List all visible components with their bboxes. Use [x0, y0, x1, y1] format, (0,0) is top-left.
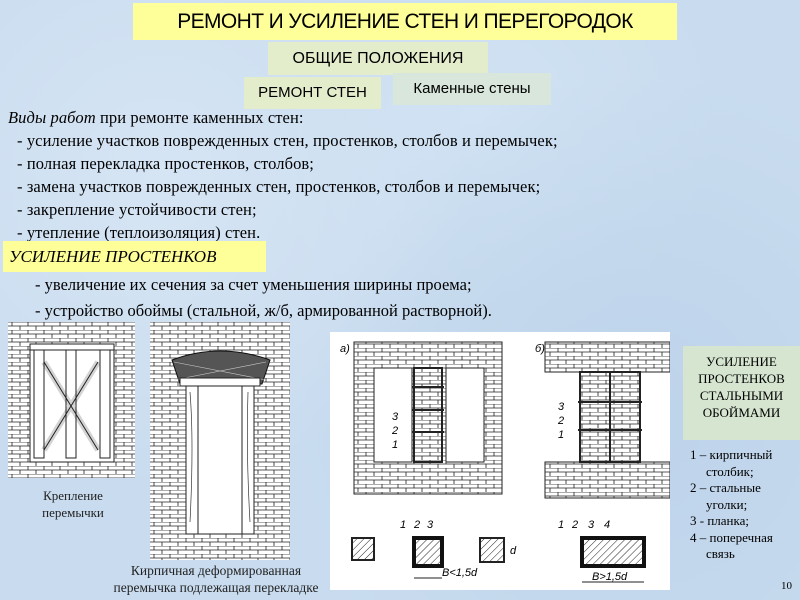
label-2: 2	[557, 415, 564, 427]
label-a: а)	[340, 343, 350, 355]
section-subtitle: ОБЩИЕ ПОЛОЖЕНИЯ	[268, 42, 488, 75]
label-3: 3	[392, 411, 399, 423]
heading-line: ОБОЙМАМИ	[702, 405, 781, 420]
piers-heading: УСИЛЕНИЕ ПРОСТЕНКОВ	[3, 241, 266, 272]
topic-label: Каменные стены	[393, 73, 551, 105]
dimension-d: d	[510, 545, 517, 557]
label-1: 1	[558, 519, 564, 531]
label-2: 2	[413, 519, 420, 531]
list-item: - закрепление устойчивости стен;	[17, 200, 257, 219]
section-label: РЕМОНТ СТЕН	[244, 77, 381, 109]
steel-jacket-heading: УСИЛЕНИЕ ПРОСТЕНКОВ СТАЛЬНЫМИ ОБОЙМАМИ	[683, 346, 800, 440]
label-4: 4	[604, 519, 610, 531]
caption-deformed-lintel: Кирпичная деформированная перемычка подл…	[92, 562, 340, 596]
caption-line: перемычки	[42, 505, 104, 520]
list-item: - замена участков поврежденных стен, про…	[17, 177, 541, 196]
works-intro: Виды работ при ремонте каменных стен:	[8, 106, 558, 129]
legend-item: 1 – кирпичный	[690, 447, 773, 462]
list-item: - утепление (теплоизоляция) стен.	[17, 223, 261, 242]
caption-line: перемычка подлежащая перекладке	[113, 580, 319, 595]
caption-line: Кирпичная деформированная	[130, 563, 302, 578]
deformed-lintel-figure	[150, 322, 290, 560]
list-item: - увеличение их сечения за счет уменьшен…	[35, 275, 472, 294]
lintel-fastening-figure	[8, 322, 135, 478]
piers-list: - увеличение их сечения за счет уменьшен…	[35, 272, 492, 324]
legend-item-cont: уголки;	[706, 496, 748, 512]
heading-line: ПРОСТЕНКОВ	[698, 371, 785, 386]
label-3: 3	[588, 519, 595, 531]
legend-item-cont: столбик;	[706, 463, 754, 479]
steel-jacket-figure: а) б) 3 2 1 3 2 1 1 2 3 1 2 3 4 B<1,5d B…	[330, 332, 670, 590]
legend-item: 4 – поперечная	[690, 529, 773, 545]
label-1: 1	[400, 519, 406, 531]
legend-item: 3 - планка;	[690, 513, 750, 528]
list-item: - усиление участков поврежденных стен, п…	[17, 131, 558, 150]
legend-item: 2 – стальные	[690, 480, 761, 495]
list-item: - устройство обоймы (стальной, ж/б, арми…	[35, 301, 492, 320]
label-3: 3	[558, 401, 565, 413]
label-2: 2	[571, 519, 578, 531]
heading-line: СТАЛЬНЫМИ	[699, 388, 784, 403]
label-b: б)	[535, 343, 545, 355]
list-item: - полная перекладка простенков, столбов;	[17, 154, 314, 173]
page-number: 10	[781, 580, 792, 592]
label-1: 1	[392, 439, 398, 451]
page-title: РЕМОНТ И УСИЛЕНИЕ СТЕН И ПЕРЕГОРОДОК	[133, 3, 677, 40]
works-list: Виды работ при ремонте каменных стен: - …	[8, 106, 558, 244]
figure-legend: 1 – кирпичный столбик; 2 – стальные угол…	[690, 447, 773, 563]
legend-item-cont: связь	[706, 546, 735, 561]
caption-line: Крепление	[43, 488, 103, 503]
dimension-b: B>1,5d	[592, 571, 628, 583]
label-1: 1	[558, 429, 564, 441]
label-2: 2	[391, 425, 398, 437]
caption-lintel-fastening: Крепление перемычки	[18, 487, 128, 521]
works-intro-rest: при ремонте каменных стен:	[95, 108, 304, 127]
label-3: 3	[427, 519, 434, 531]
heading-line: УСИЛЕНИЕ	[706, 354, 777, 369]
dimension-a: B<1,5d	[442, 567, 478, 579]
works-intro-italic: Виды работ	[8, 108, 96, 127]
